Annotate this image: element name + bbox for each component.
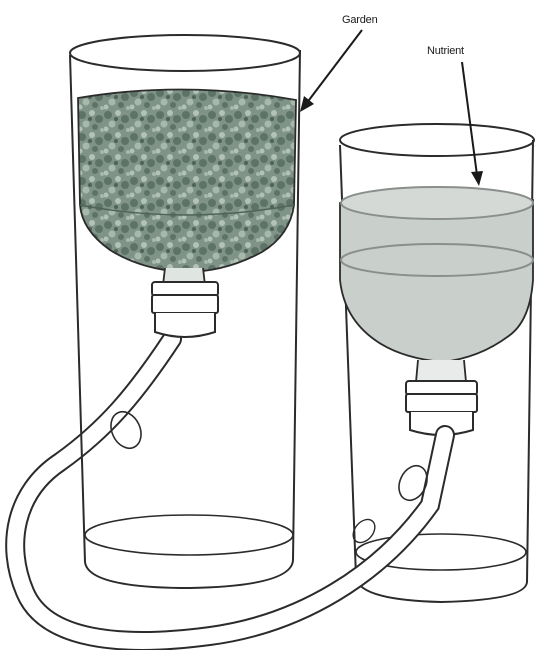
garden-bottle-cap <box>152 282 218 337</box>
nutrient-label: Nutrient <box>427 45 464 57</box>
nutrient-liquid <box>340 187 533 382</box>
gravel-media <box>78 89 296 285</box>
garden-label: Garden <box>342 14 378 26</box>
garden-leader-arrow <box>300 30 362 112</box>
